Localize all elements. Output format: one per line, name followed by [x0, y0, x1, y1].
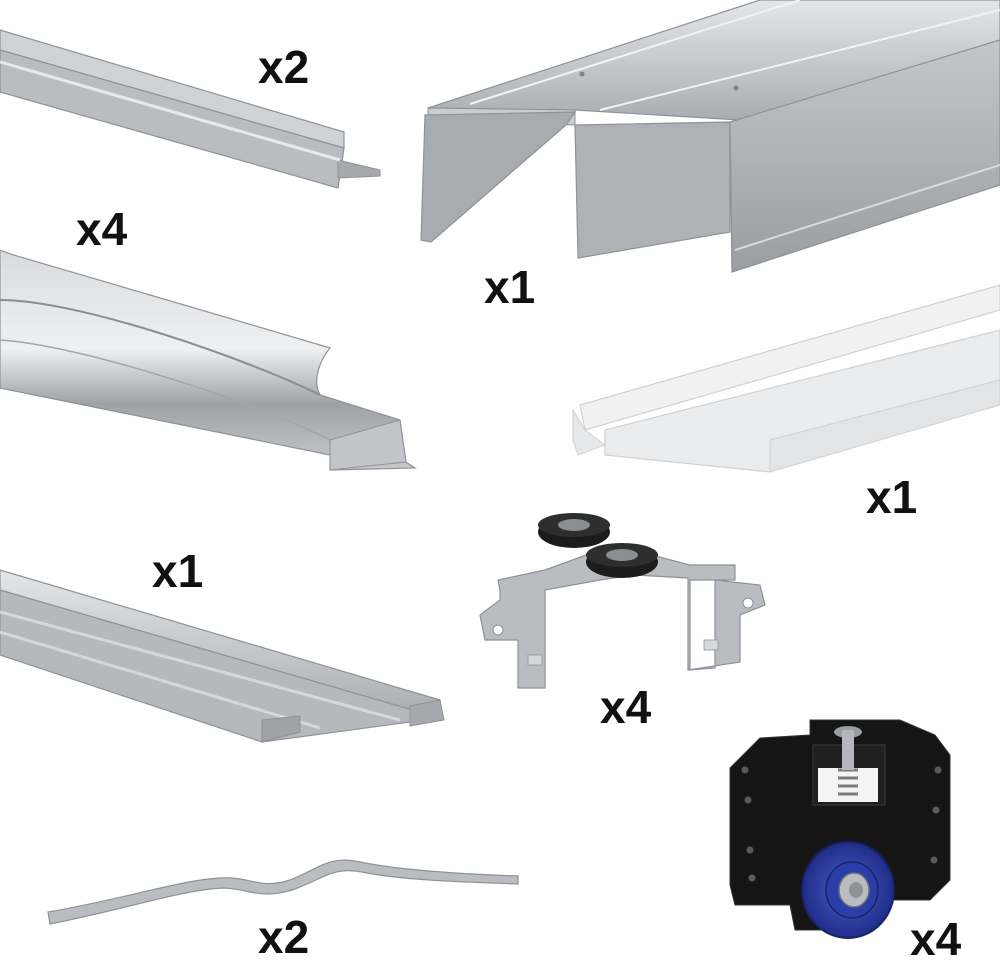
aluminum-rail-icon — [0, 29, 381, 189]
quantity-label-double-track: x1 — [484, 261, 536, 313]
guide-roller-icon — [479, 513, 766, 689]
clear-strip-icon — [572, 284, 1000, 473]
quantity-label-clear-strip: x1 — [866, 471, 918, 523]
bottom-track-icon — [0, 569, 445, 743]
spring-strip-icon — [47, 859, 519, 925]
double-track-icon — [420, 0, 1000, 273]
quantity-label-bottom-track: x1 — [152, 545, 204, 597]
quantity-label-spring-strip: x2 — [258, 911, 310, 963]
handle-profile-icon — [0, 249, 417, 471]
quantity-label-handle-profile: x4 — [76, 203, 128, 255]
roller-carriage-icon — [729, 719, 951, 939]
quantity-label-guide-roller: x4 — [600, 681, 652, 733]
quantity-label-top-rail: x2 — [258, 41, 310, 93]
quantity-label-roller-carriage: x4 — [910, 913, 962, 965]
